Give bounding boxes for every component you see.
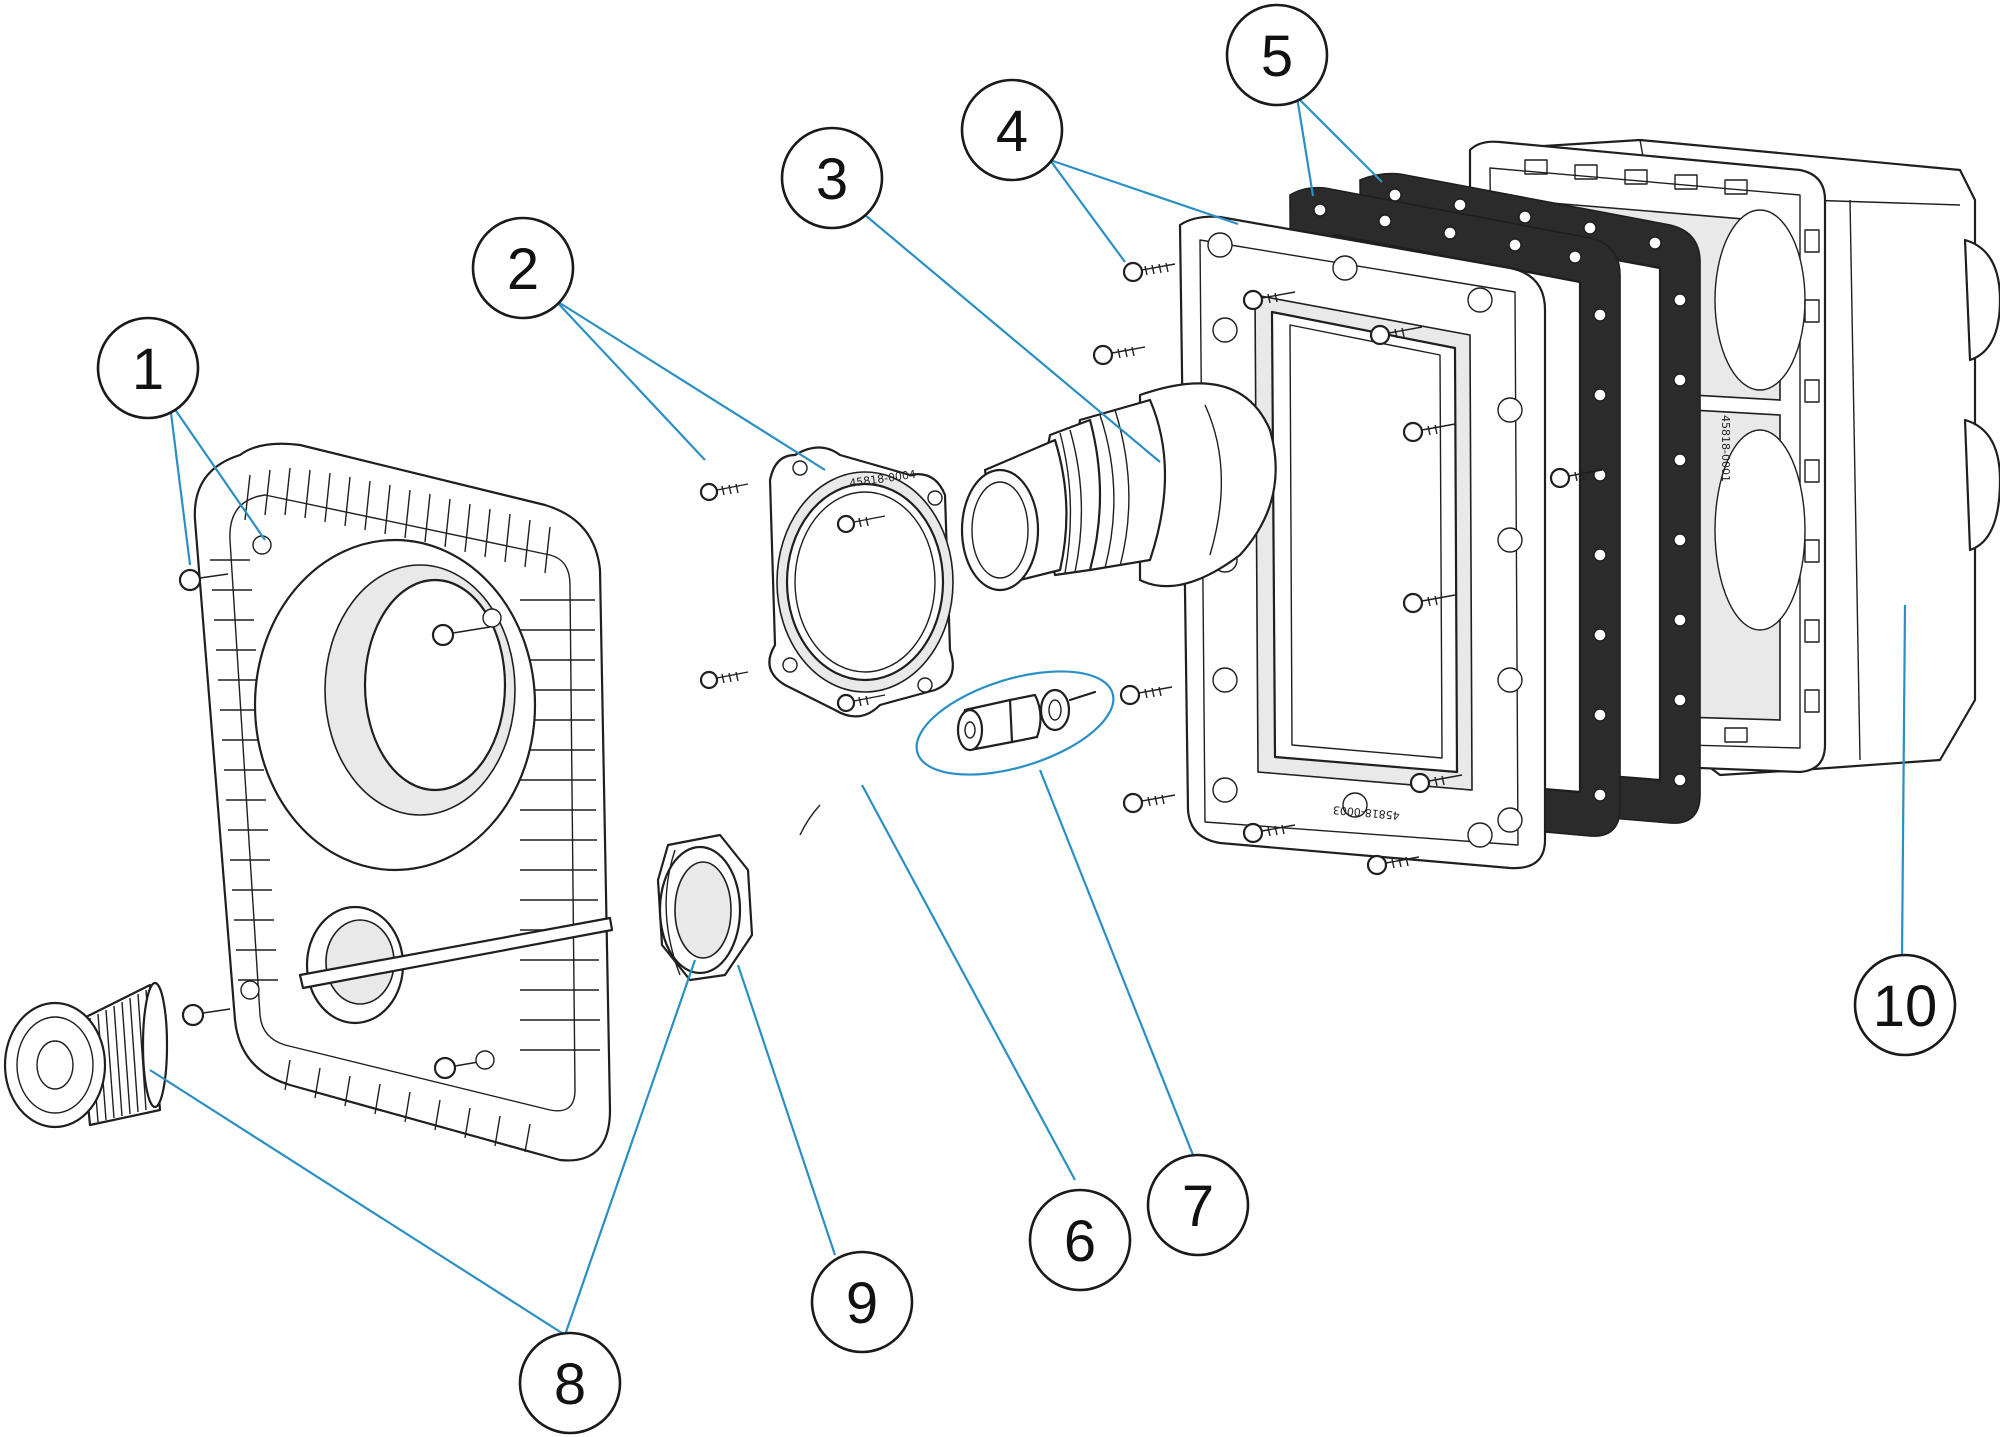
frame-part-code: 45818-0003	[1332, 803, 1400, 822]
callout-5: 5	[1225, 3, 1329, 107]
leader-lines	[149, 96, 1907, 1336]
callout-4-label: 4	[996, 99, 1028, 164]
callout-4: 4	[960, 78, 1064, 182]
lens-ring: 45818-0004	[768, 446, 954, 718]
callout-6: 6	[1028, 1188, 1132, 1292]
callout-5-label: 5	[1261, 24, 1293, 89]
callout-2: 2	[471, 216, 575, 320]
callout-7-label: 7	[1182, 1174, 1214, 1239]
callout-1-label: 1	[132, 337, 164, 402]
callout-7: 7	[1146, 1153, 1250, 1257]
callout-9-label: 9	[846, 1271, 878, 1336]
cable-gland	[956, 688, 1097, 752]
callout-6-label: 6	[1064, 1209, 1096, 1274]
callout-8: 8	[518, 1331, 622, 1435]
callout-10: 10	[1853, 953, 1957, 1057]
cable-stub	[298, 916, 614, 990]
callout-3: 3	[780, 126, 884, 230]
callout-8-label: 8	[554, 1352, 586, 1417]
lens-ring-screws	[699, 482, 886, 713]
box-part-code: 45818-0001	[1719, 415, 1732, 482]
frame-screws	[1092, 261, 1603, 876]
callout-1: 1	[96, 316, 200, 420]
callout-9: 9	[810, 1250, 914, 1354]
threaded-bushing	[3, 981, 169, 1129]
locking-nut	[656, 833, 754, 982]
callout-3-label: 3	[816, 147, 848, 212]
callout-10-label: 10	[1873, 974, 1938, 1039]
callout-2-label: 2	[507, 237, 539, 302]
front-cover	[178, 442, 612, 1162]
lamp-body	[960, 382, 1277, 592]
cover-ribs	[210, 467, 600, 1153]
